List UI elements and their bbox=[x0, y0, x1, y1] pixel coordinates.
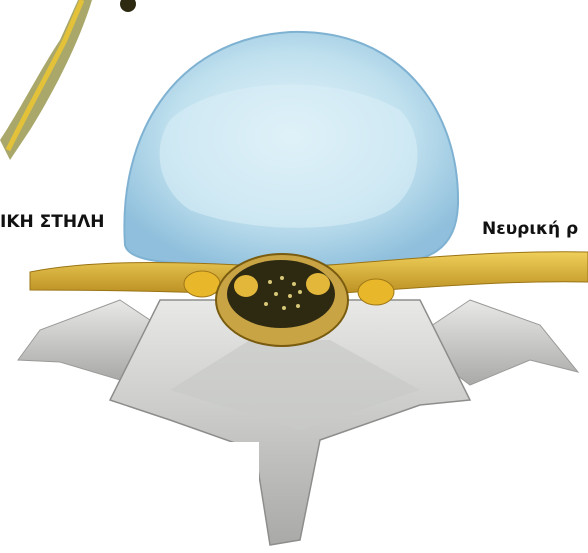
spinal-cord bbox=[216, 254, 348, 346]
label-mask-right bbox=[499, 183, 588, 219]
intervertebral-disc bbox=[124, 32, 458, 265]
label-mask-bottom bbox=[147, 442, 259, 510]
label-spinal-column: ΙΚΗ ΣΤΗΛΗ bbox=[0, 212, 104, 232]
label-nerve-root: Νευρική ρ bbox=[482, 219, 578, 239]
nerve-fragment-top-left bbox=[0, 0, 136, 160]
